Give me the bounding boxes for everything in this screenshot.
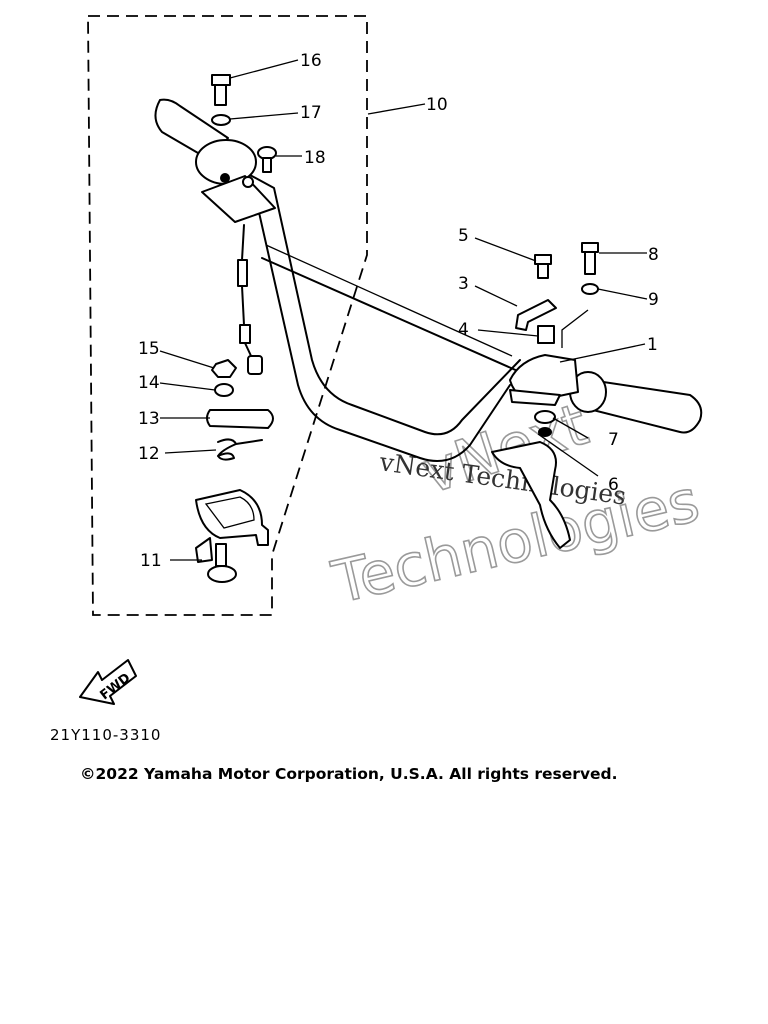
callout-16: 16 xyxy=(300,51,322,71)
callout-11: 11 xyxy=(140,551,162,571)
leader-lines xyxy=(159,59,648,561)
washer-9 xyxy=(581,283,599,295)
collar-4 xyxy=(537,325,555,344)
callout-1: 1 xyxy=(647,335,658,355)
nut-15 xyxy=(211,359,237,378)
callout-13: 13 xyxy=(138,409,160,429)
callout-14: 14 xyxy=(138,373,160,393)
callout-9: 9 xyxy=(648,290,659,310)
screw-18 xyxy=(257,146,277,173)
callout-8: 8 xyxy=(648,245,659,265)
callout-6: 6 xyxy=(608,475,619,495)
plate-13 xyxy=(206,409,274,429)
washer-14 xyxy=(214,383,234,397)
cable-end-11 xyxy=(195,537,237,583)
lever xyxy=(491,441,571,549)
callout-15: 15 xyxy=(138,339,160,359)
callout-5: 5 xyxy=(458,226,469,246)
callout-17: 17 xyxy=(300,103,322,123)
bolt-5 xyxy=(534,254,552,279)
callout-4: 4 xyxy=(458,320,469,340)
callout-18: 18 xyxy=(304,148,326,168)
assembly-boundary-10 xyxy=(87,15,368,616)
lever-holder xyxy=(509,354,579,406)
left-grip xyxy=(154,98,276,223)
drawing-code: 21Y110-3310 xyxy=(50,726,161,744)
bolt-8 xyxy=(581,242,599,275)
clamp-3 xyxy=(515,299,557,331)
right-grip xyxy=(569,371,703,434)
handlebar xyxy=(227,174,521,462)
nut-7 xyxy=(534,410,556,424)
copyright-notice: ©2022 Yamaha Motor Corporation, U.S.A. A… xyxy=(80,765,618,783)
throttle-cable xyxy=(237,224,263,375)
washer-6 xyxy=(538,427,552,437)
spring-12 xyxy=(217,438,263,461)
callout-7: 7 xyxy=(608,430,619,450)
callout-10: 10 xyxy=(426,95,448,115)
fwd-arrow-icon: FWD xyxy=(79,659,137,705)
throttle-housing xyxy=(195,489,269,546)
callout-3: 3 xyxy=(458,274,469,294)
callout-numbers: 1 3 4 5 6 7 8 9 10 11 12 13 14 15 16 17 … xyxy=(138,51,659,571)
washer-17 xyxy=(211,114,231,126)
bolt-16 xyxy=(211,74,231,106)
callout-12: 12 xyxy=(138,444,160,464)
